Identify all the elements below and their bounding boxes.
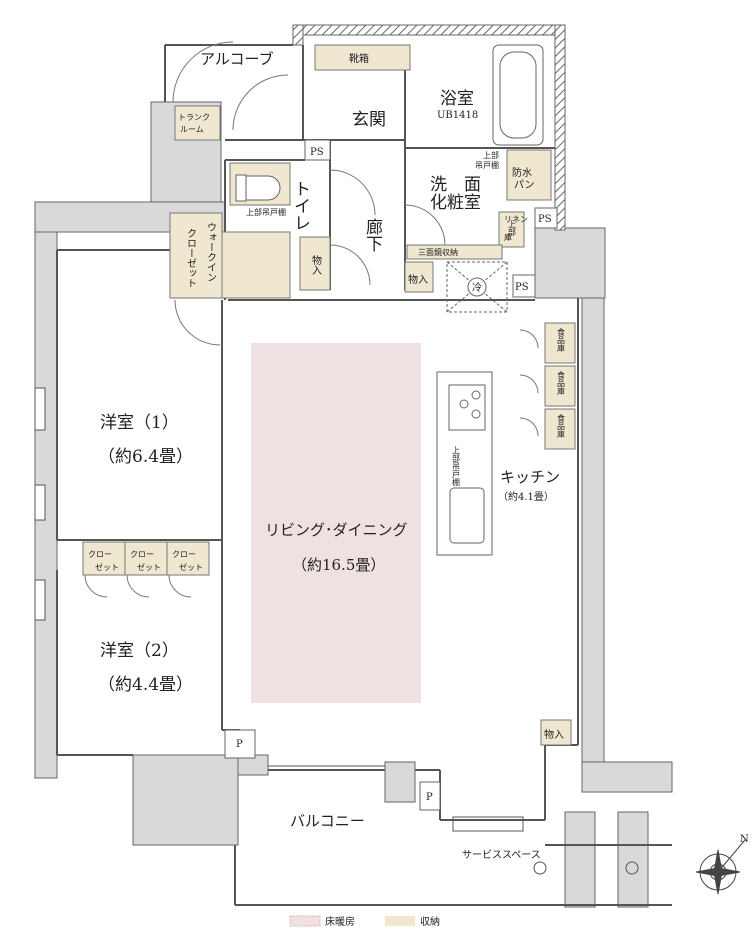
label-toilet-shelf: 上部吊戸棚 [246,207,286,217]
fridge-space [446,261,508,313]
label-trunk-room-2: ルーム [180,125,204,134]
label-closet-1a: クロー [88,550,112,559]
label-p-2: P [426,792,433,803]
label-closet-2b: ゼット [137,562,161,572]
label-living-dining: リビング･ダイニング [265,521,408,539]
legend-swatch-floor-heating [289,915,321,927]
label-ps-entrance: PS [310,147,324,158]
fridge-marker [467,277,487,297]
label-shoe-box: 靴箱 [349,52,369,65]
label-wash-upper-shelf-2: 吊戸棚 [475,160,499,170]
label-fridge: 冷 [472,281,482,294]
label-wash-room-2: 化粧室 [430,193,481,213]
label-waterproof-pan-2: パン [514,179,535,191]
label-pantry-1: 食品庫 [557,327,566,353]
label-walk-in-closet-1: ウォークイン [205,222,217,282]
label-kitchen: キッチン [500,468,560,486]
compass-icon [695,839,746,895]
bathtub [492,44,544,146]
label-alcove: アルコーブ [200,50,274,68]
label-closet-2a: クロー [130,550,154,559]
label-waterproof-pan-1: 防水 [512,166,532,179]
ps-boxes [224,139,558,811]
label-pantry-2: 食品庫 [557,370,566,396]
label-wash-upper-shelf-1: 上部 [483,150,499,160]
toilet-fixture [235,174,281,202]
label-storage-kitchen: 物入 [544,728,564,741]
label-closet-3b: ゼット [179,562,203,572]
label-storage-wash: 物入 [408,273,428,286]
storage-fills [82,44,576,746]
label-storage-corridor: 物入 [310,254,322,275]
compass-north-label: N [740,834,749,845]
label-upper-linen: 上部 [508,220,517,237]
label-p-1: P [236,739,243,750]
balcony-sash [268,765,639,875]
door-swings [84,41,539,598]
label-western-room-1-size: （約6.4畳） [98,447,193,467]
label-toilet: トイレ [290,180,310,231]
label-ps-wash: PS [538,214,552,225]
label-pantry-3: 食品庫 [557,413,566,439]
label-three-mirror: 三面鏡収納 [418,247,458,257]
label-corridor: 廊下 [362,218,383,252]
bathroom-hatched-walls [292,24,566,231]
legend-swatch-storage [385,916,415,926]
label-western-room-1: 洋室（1） [100,413,179,433]
label-closet-1b: ゼット [95,562,119,572]
label-walk-in-closet-2: クローゼット [185,228,197,288]
legend-storage: 収納 [420,915,440,928]
label-living-dining-size: （約16.5畳） [292,556,385,574]
label-kitchen-size: （約4.1畳） [498,490,554,503]
label-service-space: サービススペース [462,849,541,861]
label-entrance: 玄関 [352,110,386,130]
legend-floor-heating: 床暖房 [325,915,355,928]
label-balcony: バルコニー [290,812,365,830]
label-wash-room-1: 洗 面 [430,175,481,195]
floor-heating-area [251,343,421,703]
label-bathroom-unit: UB1418 [437,110,478,121]
label-western-room-2: 洋室（2） [100,641,179,661]
label-trunk-room-1: トランク [178,113,210,122]
label-bathroom: 浴室 [440,89,474,109]
label-closet-3a: クロー [172,550,196,559]
windows-left [34,387,46,621]
label-linen-1: リネン [504,215,528,224]
label-ps-kitchen: PS [515,282,529,293]
label-western-room-2-size: （約4.4畳） [98,675,193,695]
legend: 床暖房 収納 [289,915,440,928]
kitchen-counter [436,371,493,556]
label-linen-2: 庫 [504,232,512,242]
label-kitchen-upper-shelf: 上部吊戸棚 [452,446,461,487]
